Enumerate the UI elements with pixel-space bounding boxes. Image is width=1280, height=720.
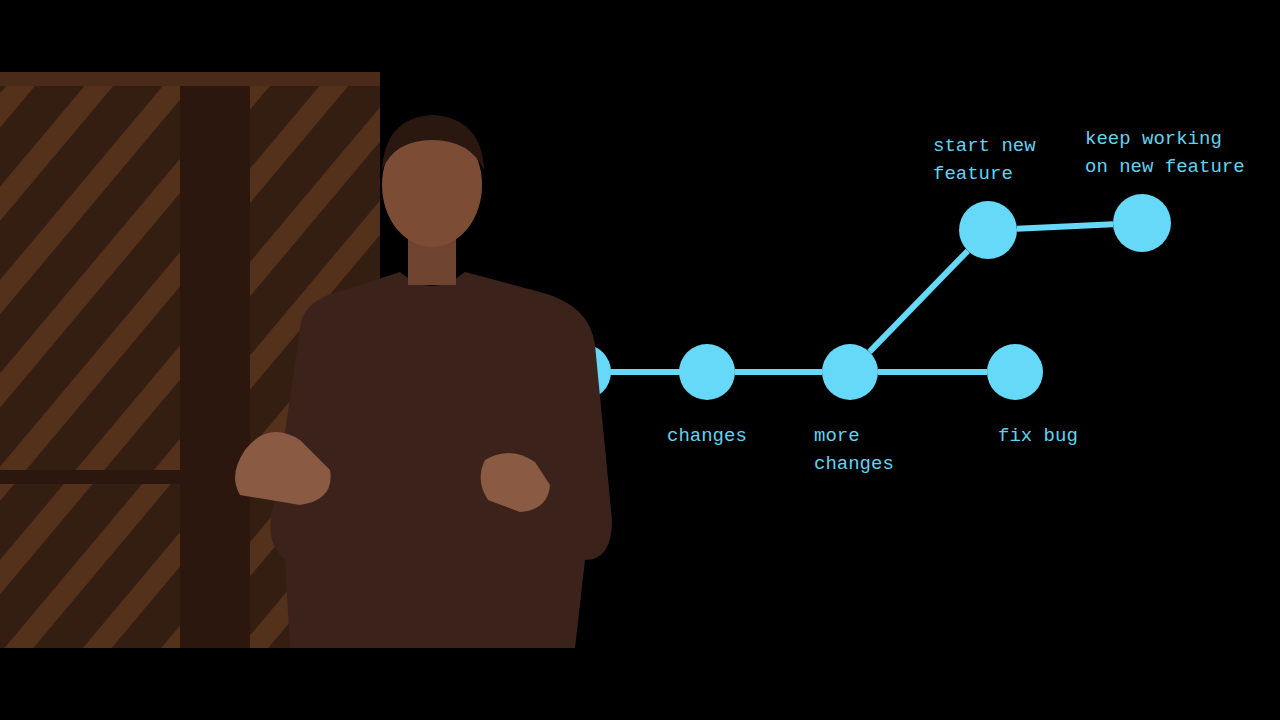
commit-circle [987, 344, 1043, 400]
branch-line [870, 251, 968, 352]
commit-circle [1113, 194, 1171, 252]
lecturer-body [270, 272, 612, 648]
commit-dot [959, 201, 1017, 259]
branch-line [1017, 224, 1113, 228]
commit-label: changes [667, 422, 767, 450]
commit-label: start new feature [933, 132, 1051, 188]
door-post [180, 72, 250, 648]
commit-node: start new feature [959, 201, 1017, 259]
commit-node: fix bug [987, 344, 1043, 400]
commit-node: changes [679, 344, 735, 400]
commit-dot [987, 344, 1043, 400]
commit-dot [679, 344, 735, 400]
branch-line [735, 369, 822, 375]
commit-dot [822, 344, 878, 400]
branch-line [878, 369, 987, 375]
commit-circle [679, 344, 735, 400]
door-frame [0, 72, 380, 86]
lecturer-hand [481, 453, 550, 512]
commit-node: keep working on new feature [1113, 194, 1171, 252]
commit-label: keep working on new feature [1085, 125, 1253, 181]
commit-label: more changes [814, 422, 906, 478]
commit-node: more changes [822, 344, 878, 400]
commit-dot [1113, 194, 1171, 252]
commit-circle [959, 201, 1017, 259]
commit-circle [822, 344, 878, 400]
lecturer-hair [382, 115, 484, 170]
lecturer-hand [235, 432, 331, 505]
commit-label: fix bug [998, 422, 1098, 450]
